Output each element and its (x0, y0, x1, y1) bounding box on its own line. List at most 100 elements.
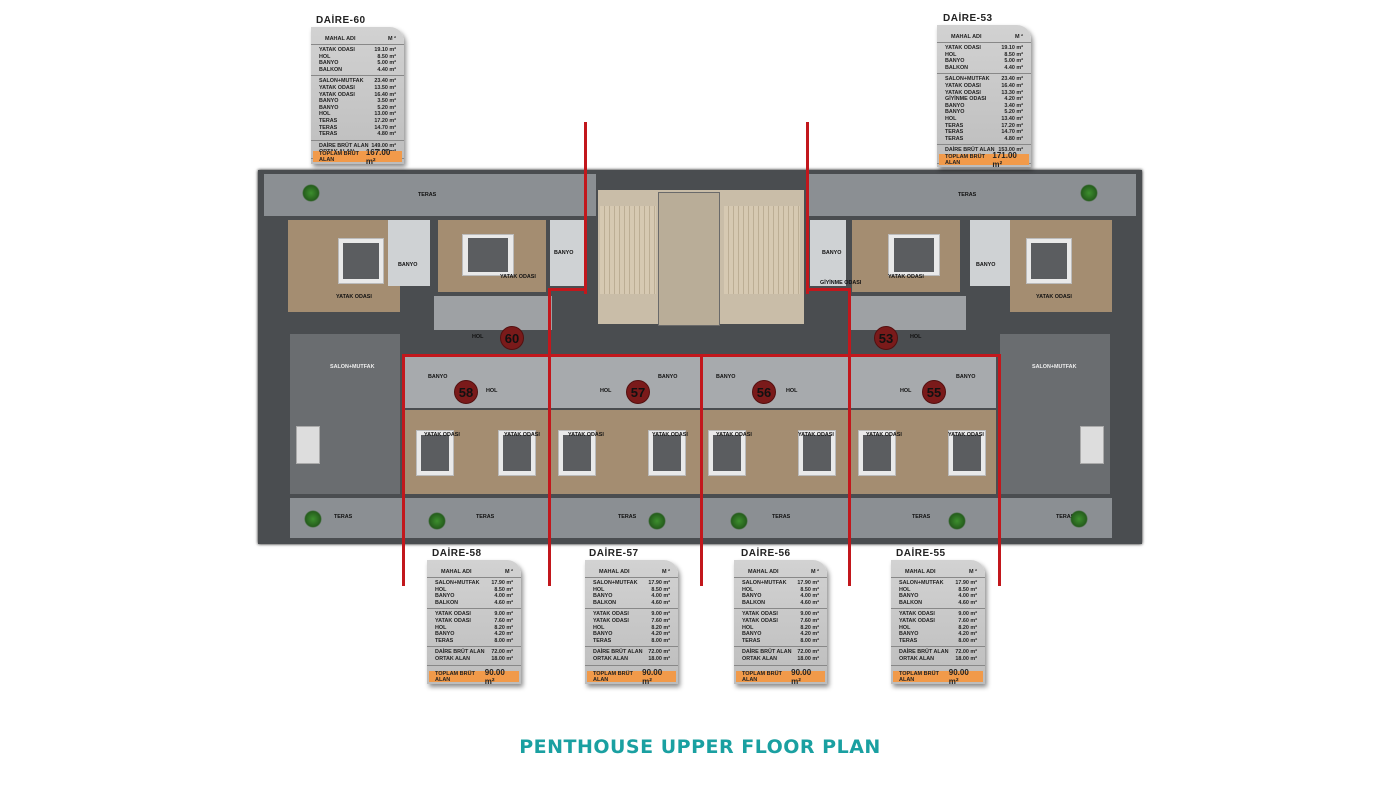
room-name: YATAK ODASI (899, 617, 935, 624)
room-area: 13.40 m² (1001, 115, 1023, 122)
room-area: 3.50 m² (377, 98, 396, 105)
area-row: HOL 13.40 m² (937, 116, 1031, 123)
room-name: BANYO (435, 593, 455, 600)
label-teras: TERAS (772, 514, 791, 520)
area-row: TERAS 14.70 m² (311, 125, 404, 132)
room-name: YATAK ODASI (742, 611, 778, 618)
bed-icon (462, 234, 514, 276)
room-area: 18.00 m² (955, 655, 977, 662)
room-area: 13.00 m² (374, 111, 396, 118)
unit-number-57: 57 (626, 380, 650, 404)
room-area: 4.60 m² (958, 599, 977, 606)
room-name: TERAS (899, 637, 918, 644)
room-area: 4.20 m² (800, 631, 819, 638)
total-label: TOPLAM BRÜT ALAN (945, 153, 985, 166)
room-area: 8.50 m² (377, 53, 396, 60)
bath-60a (388, 220, 430, 286)
room-name: HOL (319, 111, 331, 118)
room-name: TERAS (742, 637, 761, 644)
room-name: HOL (593, 586, 605, 593)
room-area: 19.10 m² (374, 47, 396, 53)
room-name: HOL (945, 115, 957, 122)
room-name: GİYİNME ODASI (945, 96, 987, 103)
card-title-d60: DAİRE-60 (316, 15, 366, 26)
room-name: SALON+MUTFAK (593, 580, 638, 586)
label-yatak-odasi: YATAK ODASI (424, 432, 460, 438)
label-banyo: BANYO (822, 250, 842, 256)
room-area: 149.00 m² (371, 142, 396, 149)
boundary-line (548, 354, 551, 586)
living-right (1000, 334, 1110, 494)
room-area: 14.70 m² (374, 124, 396, 131)
plant-icon (1070, 510, 1088, 528)
room-name: ORTAK ALAN (899, 655, 935, 662)
unit-number-55: 55 (922, 380, 946, 404)
room-area: 9.00 m² (651, 611, 670, 618)
label-hol: HOL (910, 334, 922, 340)
room-area: 5.20 m² (377, 104, 396, 111)
total-label: TOPLAM BRÜT ALAN (742, 670, 782, 683)
room-name: BANYO (593, 593, 613, 600)
room-name: TERAS (945, 122, 964, 129)
card-title-d58: DAİRE-58 (432, 548, 482, 559)
label-teras-tr: TERAS (958, 192, 977, 198)
label-teras: TERAS (618, 514, 637, 520)
room-area: 4.80 m² (377, 131, 396, 138)
total-value: 171.00 m² (992, 150, 1017, 169)
room-name: BALKON (593, 599, 617, 606)
room-name: HOL (742, 586, 754, 593)
room-name: TERAS (319, 124, 338, 131)
room-area: 7.60 m² (958, 617, 977, 624)
room-area: 8.00 m² (800, 637, 819, 644)
header-name: MAHAL ADI (905, 569, 936, 575)
area-row: HOL 13.00 m² (311, 111, 404, 118)
room-name: SALON+MUTFAK (742, 580, 787, 586)
total-value: 90.00 m² (642, 667, 663, 686)
label-hol: HOL (600, 388, 612, 394)
room-area: 7.60 m² (800, 617, 819, 624)
room-name: BANYO (593, 631, 613, 638)
room-name: BANYO (742, 631, 762, 638)
total-value: 90.00 m² (791, 667, 812, 686)
room-name: TERAS (593, 637, 612, 644)
label-yatak-odasi: YATAK ODASI (500, 274, 536, 280)
label-yatak-odasi: YATAK ODASI (888, 274, 924, 280)
room-area: 18.00 m² (491, 655, 513, 662)
room-name: HOL (435, 586, 447, 593)
room-name: HOL (945, 51, 957, 58)
room-name: TERAS (945, 129, 964, 136)
boundary-line (998, 354, 1001, 586)
room-name: YATAK ODASI (945, 89, 981, 96)
label-salon-mutfak: SALON+MUTFAK (330, 364, 375, 370)
bed-icon (888, 234, 940, 276)
header-unit: M ² (662, 569, 670, 575)
card-title-d57: DAİRE-57 (589, 548, 639, 559)
card-title-d53: DAİRE-53 (943, 13, 993, 24)
header-name: MAHAL ADI (325, 36, 356, 42)
room-area: 3.40 m² (1004, 102, 1023, 109)
boundary-line (700, 354, 703, 586)
room-name: DAİRE BRÜT ALAN (593, 649, 643, 656)
